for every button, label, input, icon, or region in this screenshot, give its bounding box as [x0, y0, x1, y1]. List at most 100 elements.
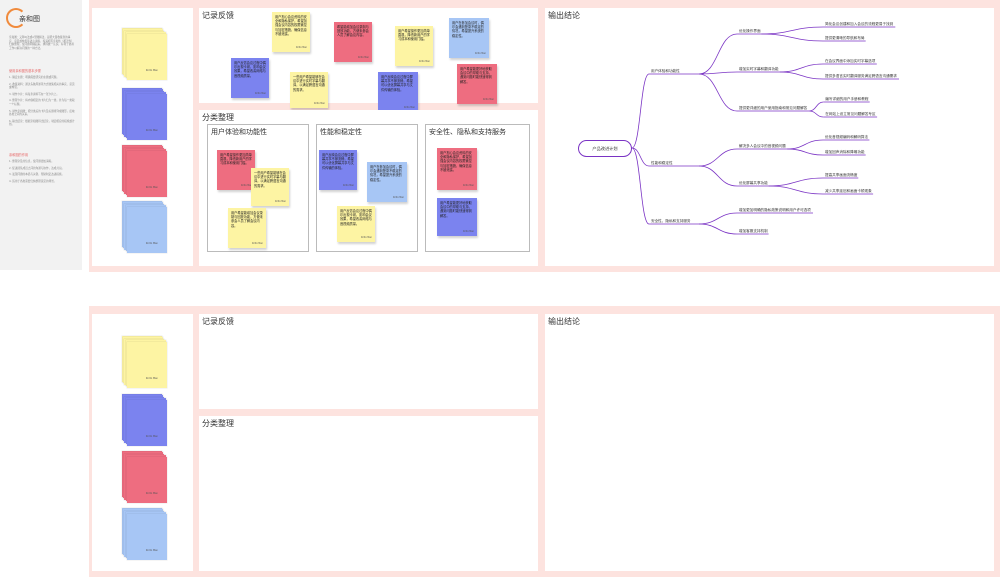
- mindmap-node[interactable]: 优化操作界面: [739, 29, 761, 33]
- sticky-text: 用户希望能更好地获取会议中的帮助与支持，遇到问题时能快速得到解答。: [460, 67, 492, 84]
- stacked-note: [126, 513, 167, 560]
- column-title: 用户体验和功能性: [211, 128, 267, 136]
- sidebar-steps: 1. 确定主题：明确需要研究的主题或问题。2. 收集资料：通过头脑风暴等方式收集…: [9, 76, 75, 130]
- logo-text: 亲和图: [19, 15, 40, 23]
- sticky-note[interactable]: 用户反馈会议过程中偶尔出现卡顿，影响会议效果，希望改善网络与音视频质量。Kiri…: [231, 58, 269, 98]
- sticky-author: Kirito Man: [462, 229, 474, 233]
- sticky-author: Kirito Man: [474, 51, 486, 55]
- sidebar-list-item: 1. 整理杂乱的信息，使问题更加清晰。: [9, 160, 54, 163]
- mindmap-node[interactable]: 提供更清晰的导航和布局: [825, 36, 865, 40]
- sidebar: 亲和图 亲和图：又称KJ法或A型图解法，是把大量收集到的事实、意见或构思等语言资…: [0, 0, 82, 270]
- mindmap-node[interactable]: 性能和稳定性: [651, 161, 673, 165]
- stack-author: Kirito Man: [145, 242, 158, 245]
- mindmap-connector: [809, 110, 824, 118]
- stacked-note: [126, 33, 167, 80]
- mindmap-connector: [698, 212, 738, 225]
- sticky-note[interactable]: 一些用户希望能够在会议中进行实时字幕与翻译，以满足跨语言沟通的需求。Kirito…: [251, 168, 289, 206]
- stack-author: Kirito Man: [145, 186, 158, 189]
- sidebar-list-item: 1. 确定主题：明确需要研究的主题或问题。: [9, 76, 59, 79]
- lightblue-note-stack[interactable]: Kirito Man: [122, 508, 167, 560]
- sticky-note[interactable]: 用户反映会议过程中屏幕共享不够流畅，希望可以优化屏幕共享与文件传输的体验。Kir…: [378, 72, 418, 112]
- stacked-note: [126, 93, 167, 140]
- panel-title: 记录反馈: [202, 317, 234, 326]
- sticky-note[interactable]: 希望能增加会议录制与回放功能，方便未参会人员了解会议内容。Kirito Man: [334, 22, 372, 62]
- logo-icon: [6, 8, 26, 28]
- sticky-note[interactable]: 用户希望能更好地获取会议中的帮助与支持，遇到问题时能快速得到解答。 Kirito …: [437, 198, 477, 236]
- sticky-note[interactable]: 一些用户希望能够在会议中进行实时字幕与翻译，以满足跨语言沟通的需求。Kirito…: [290, 72, 328, 108]
- mindmap-node[interactable]: 增加更加明确的隐私政策说明和用户许可选项: [739, 208, 811, 212]
- category-panel: 分类整理: [199, 416, 538, 571]
- mindmap-node[interactable]: 增加客服支持机制: [739, 229, 768, 233]
- note-stacks-panel: Kirito Man Kirito Man Kirito Man Kirito …: [92, 314, 193, 571]
- mindmap-connector: [761, 26, 824, 35]
- red-note-stack[interactable]: Kirito Man: [122, 145, 167, 197]
- sticky-note[interactable]: 用户在参加会议时，偶尔会遇到登录不稳定的情况，希望提升系统的稳定性。 Kirito…: [449, 18, 489, 58]
- sticky-text: 用户担心会议资料的安全和隐私保护，希望加强会议内容的权限管控与加密措施，确保信息…: [275, 15, 307, 36]
- sticky-text: 一些用户希望能够在会议中进行实时字幕与翻译，以满足跨语言沟通的需求。: [293, 75, 325, 92]
- mindmap-node[interactable]: 提高共享画面流畅度: [825, 173, 858, 177]
- sticky-author: Kirito Man: [360, 235, 372, 239]
- mindmap-node[interactable]: 解决多人会议中的音视频问题: [739, 144, 786, 148]
- lightblue-note-stack[interactable]: Kirito Man: [122, 201, 167, 253]
- mindmap-connector: [698, 148, 738, 167]
- mindmap-connector: [698, 165, 738, 187]
- category-column: 用户体验和功能性: [207, 124, 309, 252]
- mindmap-node[interactable]: 编写详细的用户手册和教程: [825, 97, 869, 101]
- conclusion-panel: 输出结论: [545, 314, 994, 571]
- blue-note-stack[interactable]: Kirito Man: [122, 88, 167, 140]
- sticky-note[interactable]: 用户在参加会议时，偶尔会遇到登录不稳定的情况，希望提升系统的稳定性。Kirito…: [367, 162, 407, 202]
- note-stacks-panel: Kirito Man Kirito Man Kirito Man Kirito …: [92, 8, 193, 266]
- sticky-note[interactable]: 用户反映会议过程中屏幕共享不够流畅，希望可以优化屏幕共享与文件传输的体验。Kir…: [319, 150, 357, 190]
- sidebar-list-item: 3. 发现问题的本质与关键，帮助制定改进措施。: [9, 173, 65, 177]
- feedback-panel: 记录反馈 用户担心会议资料的安全和隐私保护，希望加强会议内容的权限管控与加密措施…: [199, 8, 538, 112]
- stack-author: Kirito Man: [145, 69, 158, 72]
- mindmap-node[interactable]: 增加回声消除和降噪功能: [825, 150, 865, 154]
- sticky-text: 用户希望能增加会议录制与回放功能，方便未参会人员了解会议内容。: [231, 211, 263, 228]
- red-note-stack[interactable]: Kirito Man: [122, 451, 167, 503]
- mindmap-node[interactable]: 减少共享延迟和画面卡顿现象: [825, 189, 872, 193]
- sticky-note[interactable]: 用户担心会议资料的安全和隐私保护，希望加强会议内容的权限管控与加密措施，确保信息…: [437, 148, 477, 190]
- mindmap-connector: [698, 73, 738, 112]
- sidebar-list-item: 2. 促进团队成员之间的沟通与协作，达成共识。: [9, 166, 65, 170]
- column-title: 性能和稳定性: [320, 128, 362, 136]
- mindmap-node[interactable]: 简化会议创建和加入会议的流程更易于找到: [825, 22, 894, 26]
- yellow-note-stack[interactable]: Kirito Man: [122, 336, 167, 388]
- mindmap-connector: [698, 71, 738, 75]
- sticky-note[interactable]: 用户希望能增加会议录制与回放功能，方便未参会人员了解会议内容。Kirito Ma…: [228, 208, 266, 248]
- sticky-text: 用户在参加会议时，偶尔会遇到登录不稳定的情况，希望提升系统的稳定性。: [452, 21, 484, 38]
- mindmap-node[interactable]: 提供多语言实时翻译服务满足跨语言沟通需求: [825, 74, 897, 78]
- conclusion-panel: 输出结论 产品改进计划 用户体验和功能性 优化操作界面 简化会议创建和加入会议的流程更…: [545, 8, 994, 266]
- sticky-author: Kirito Man: [342, 183, 354, 187]
- sticky-text: 用户反馈会议过程中偶尔出现卡顿，影响会议效果，希望改善网络与音视频质量。: [340, 209, 372, 226]
- mindmap-node[interactable]: 安全性、隐私和支持服务: [651, 219, 691, 223]
- yellow-note-stack[interactable]: Kirito Man: [122, 28, 167, 80]
- mindmap-connector: [768, 177, 824, 187]
- sticky-author: Kirito Man: [482, 97, 494, 101]
- mindmap-connector: [768, 185, 824, 195]
- column-title: 安全性、隐私和支持服务: [429, 128, 506, 136]
- sidebar-list-item: 5. 制作亲和图：把分类后的卡片及标题排列成图形，反映各类之间的关系。: [9, 109, 75, 117]
- sticky-note[interactable]: 用户担心会议资料的安全和隐私保护，希望加强会议内容的权限管控与加密措施，确保信息…: [272, 12, 310, 52]
- sticky-author: Kirito Man: [274, 199, 286, 203]
- sticky-note[interactable]: 用户希望操作更加简单直观，降低新用户的学习成本和使用门槛。Kirito Man: [395, 26, 433, 66]
- mindmap-node[interactable]: 在会议界面中添加实时字幕选项: [825, 59, 876, 63]
- mindmap-node[interactable]: 在网站上设立常见问题解答专区: [825, 112, 876, 116]
- mindmap-node[interactable]: 优化音视频编码和解码算法: [825, 135, 869, 139]
- mindmap-node[interactable]: 增加实时字幕和翻译功能: [739, 67, 779, 71]
- sticky-text: 用户希望能更好地获取会议中的帮助与支持，遇到问题时能快速得到解答。: [440, 201, 472, 218]
- mindmap-node[interactable]: 用户体验和功能性: [651, 69, 680, 73]
- mindmap-node[interactable]: 优化屏幕共享功能: [739, 181, 768, 185]
- blue-note-stack[interactable]: Kirito Man: [122, 394, 167, 446]
- sticky-note[interactable]: 用户希望能更好地获取会议中的帮助与支持，遇到问题时能快速得到解答。 Kirito …: [457, 64, 497, 104]
- stacked-note: [126, 341, 167, 388]
- sticky-note[interactable]: 用户希望操作更加简单直观，降低新用户的学习成本和使用门槛。Kirito Man: [217, 150, 255, 190]
- sidebar-section-title: 使用亲和图的基本步骤: [9, 69, 41, 73]
- sticky-note[interactable]: 用户反馈会议过程中偶尔出现卡顿，影响会议效果，希望改善网络与音视频质量。 Kiri…: [337, 206, 375, 242]
- mindmap-node[interactable]: 提供更详细的用户使用指南和常见问题解答: [739, 106, 808, 110]
- sticky-author: Kirito Man: [295, 45, 307, 49]
- panel-title: 输出结论: [548, 11, 580, 20]
- logo[interactable]: 亲和图: [6, 8, 40, 30]
- mindmap-connector: [787, 148, 824, 156]
- mindmap-root[interactable]: 产品改进计划: [578, 140, 632, 157]
